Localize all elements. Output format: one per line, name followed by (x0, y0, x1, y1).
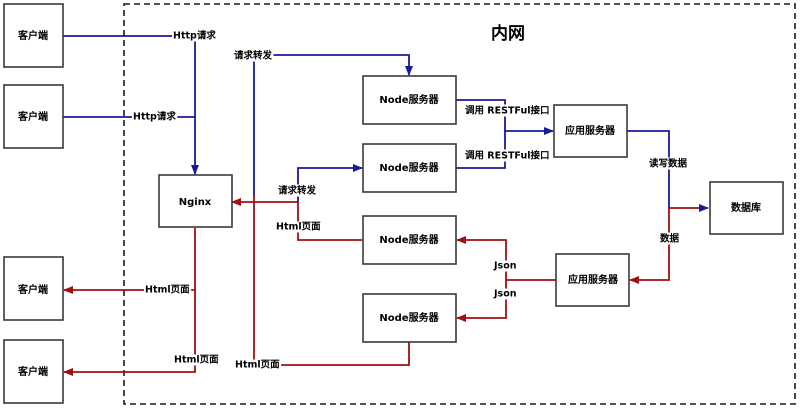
edge-label-html-client3: Html页面 (145, 285, 190, 296)
svg-text:Node服务器: Node服务器 (379, 233, 439, 246)
svg-text:客户端: 客户端 (17, 110, 48, 123)
edge-label-html-node4: Html页面 (235, 360, 280, 371)
client-box-1: 客户端 (3, 3, 64, 68)
svg-text:数据库: 数据库 (731, 201, 761, 214)
edge-label-http1: Http请求 (173, 30, 216, 42)
edge-label-html-node3: Html页面 (276, 222, 321, 233)
svg-text:客户端: 客户端 (17, 365, 48, 378)
edge-label-http2: Http请求 (133, 111, 176, 123)
client-box-4: 客户端 (3, 339, 64, 404)
edge-label-forward2: 请求转发 (278, 185, 317, 197)
edge-label-html-client4: Html页面 (174, 355, 219, 366)
edge-html-node4-line (253, 196, 410, 366)
node-server-box-2: Node服务器 (362, 143, 457, 193)
edge-forward1-line (253, 54, 413, 196)
edge-label-rest2: 调用 RESTFul接口 (465, 150, 549, 162)
request-lines (63, 35, 670, 208)
client-box-2: 客户端 (3, 84, 64, 149)
nginx-box: Nginx (158, 174, 233, 228)
edge-label-rw: 读写数据 (649, 158, 688, 170)
database-box: 数据库 (709, 181, 784, 235)
node-server-box-3: Node服务器 (362, 215, 457, 265)
node-server-box-1: Node服务器 (362, 75, 457, 125)
client-box-3: 客户端 (3, 256, 64, 321)
svg-text:Node服务器: Node服务器 (379, 161, 439, 174)
edge-label-rest1: 调用 RESTFul接口 (465, 105, 549, 117)
edge-html-client4-line (63, 228, 196, 376)
edge-html-node3-line (231, 198, 362, 241)
svg-text:应用服务器: 应用服务器 (565, 124, 616, 137)
svg-text:客户端: 客户端 (17, 283, 48, 296)
intranet-zone (123, 3, 796, 405)
edge-label-json1: Json (493, 261, 517, 272)
node-server-box-4: Node服务器 (362, 293, 457, 343)
app-server-box-1: 应用服务器 (553, 104, 628, 158)
edge-label-json2: Json (493, 289, 517, 300)
svg-text:Node服务器: Node服务器 (379, 93, 439, 106)
edge-label-data: 数据 (659, 233, 680, 245)
edge-rw-line (627, 130, 670, 208)
svg-text:应用服务器: 应用服务器 (568, 273, 619, 286)
edge-data-line (629, 208, 670, 284)
edge-http1-line (63, 35, 199, 175)
svg-text:Nginx: Nginx (179, 197, 212, 208)
edge-rest1-line (456, 99, 506, 131)
edge-label-forward1: 请求转发 (234, 50, 273, 62)
svg-text:Node服务器: Node服务器 (379, 311, 439, 324)
intranet-title: 内网 (491, 23, 525, 44)
edge-labels: Http请求 Http请求 请求转发 请求转发 Html页面 调用 RESTFu… (132, 29, 689, 371)
app-server-box-2: 应用服务器 (555, 253, 630, 307)
svg-text:客户端: 客户端 (17, 29, 48, 42)
